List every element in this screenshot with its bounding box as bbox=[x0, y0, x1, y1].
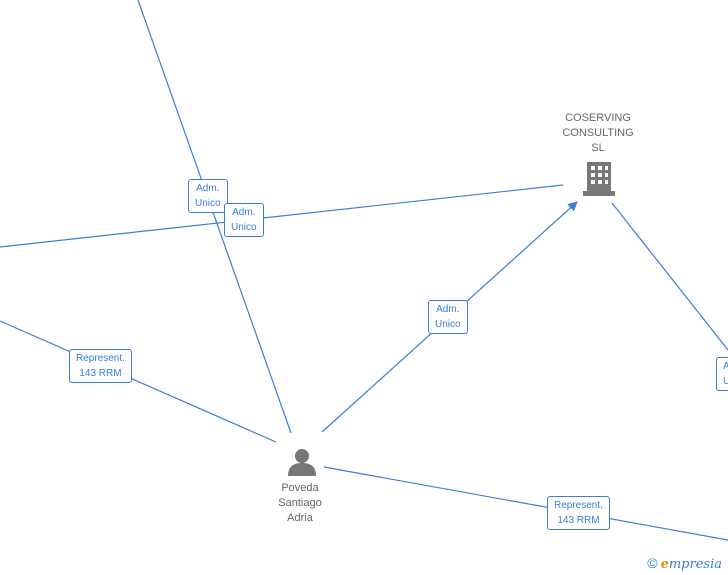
edge-label-clipped[interactable]: A U bbox=[716, 357, 728, 391]
edge-label-adm-unico[interactable]: Adm. Unico bbox=[224, 203, 264, 237]
building-icon[interactable] bbox=[583, 162, 615, 196]
edge-label-represent[interactable]: Represent. 143 RRM bbox=[69, 349, 132, 383]
edge-left-to-person bbox=[0, 320, 277, 443]
edge-label-adm-unico[interactable]: Adm. Unico bbox=[428, 300, 468, 334]
person-name[interactable]: Poveda Santiago Adria bbox=[278, 482, 322, 524]
edge-label-adm-unico[interactable]: Adm. Unico bbox=[188, 179, 228, 213]
edge-top-to-person bbox=[137, 0, 292, 434]
company-name[interactable]: COSERVING CONSULTING SL bbox=[562, 112, 634, 154]
edge-label-represent[interactable]: Represent. 143 RRM bbox=[547, 496, 610, 530]
edge-left-to-company bbox=[0, 184, 564, 248]
edge-company-to-right bbox=[611, 202, 728, 351]
person-icon[interactable] bbox=[288, 449, 316, 476]
empresia-logo: ©empresia bbox=[647, 555, 722, 572]
edge-person-to-right bbox=[323, 466, 728, 541]
copyright-icon: © bbox=[647, 555, 658, 571]
